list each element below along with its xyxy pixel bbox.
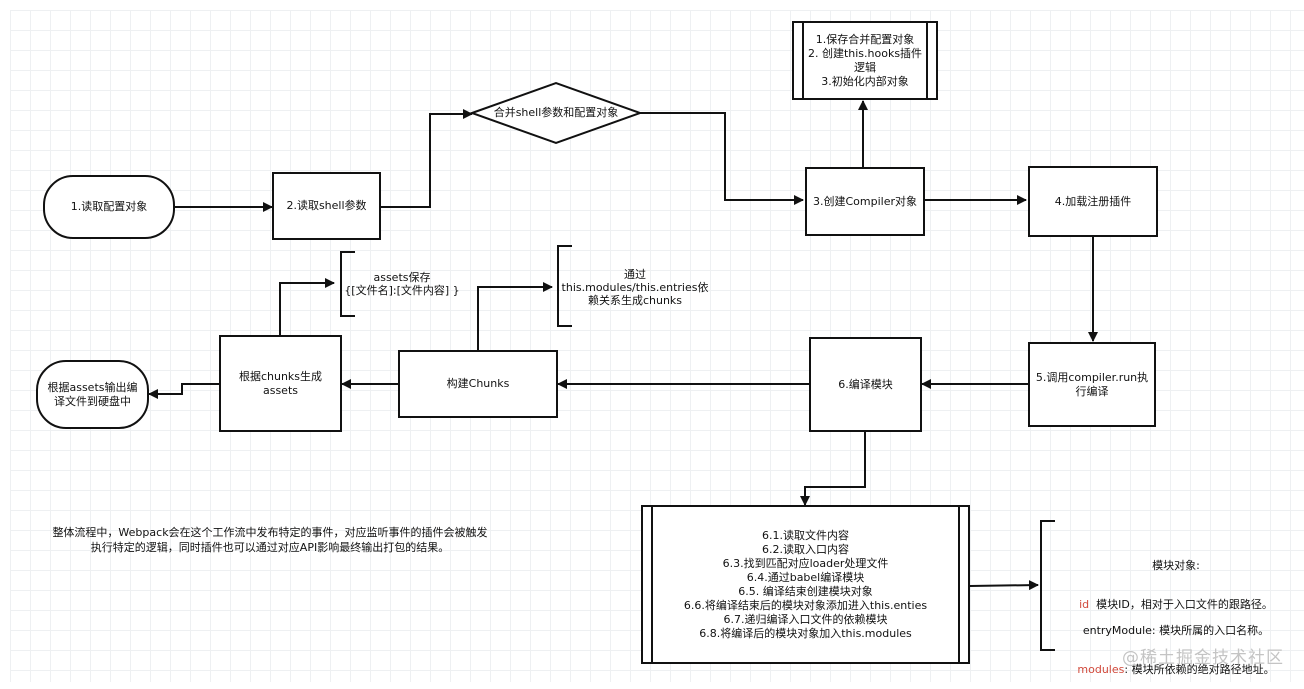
bracket-chunks-note: [557, 245, 572, 327]
module-object-modules-desc: : 模块所依赖的绝对路径地址。: [1124, 663, 1275, 676]
edge-steps-to-module-object: [969, 580, 1039, 591]
bracket-assets-save: [340, 251, 355, 317]
node-read-config: 1.读取配置对象: [43, 175, 175, 239]
node-gen-assets: 根据chunks生成 assets: [219, 335, 342, 432]
module-object-title: 模块对象:: [1152, 559, 1200, 572]
node-load-plugins-label: 4.加载注册插件: [1054, 194, 1132, 208]
edge-merge-to-compiler: [640, 112, 804, 205]
module-object-id-desc: 模块ID，相对于入口文件的跟路径。: [1096, 598, 1273, 611]
bracket-module-object: [1040, 520, 1055, 651]
module-object-modules-key: modules: [1077, 663, 1125, 676]
node-create-compiler-label: 3.创建Compiler对象: [812, 194, 917, 208]
merge-decision-diamond: [469, 81, 643, 145]
edge-compile-to-steps: [800, 432, 866, 506]
node-load-plugins: 4.加载注册插件: [1028, 166, 1158, 237]
merge-decision-label: 合并shell参数和配置对象: [493, 106, 619, 119]
node-run-compile: 5.调用compiler.run执 行编译: [1028, 342, 1156, 427]
edge-chunks-to-note: [477, 282, 553, 350]
node-read-shell: 2.读取shell参数: [272, 172, 381, 240]
node-build-chunks: 构建Chunks: [398, 350, 558, 418]
node-run-compile-label: 5.调用compiler.run执 行编译: [1035, 370, 1149, 398]
node-read-shell-label: 2.读取shell参数: [286, 199, 367, 212]
overall-note-line-2: 执行特定的逻辑，同时插件也可以通过对应API影响最终输出打包的结果。: [90, 541, 450, 554]
node-compile-modules-label: 6.编译模块: [838, 377, 893, 391]
edge-shell-to-merge: [380, 109, 473, 208]
node-compile-steps-label: 6.1.读取文件内容 6.2.读取入口内容 6.3.找到匹配对应loader处理…: [683, 528, 928, 640]
annotation-assets-save: assets保存 {[文件名]:[文件内容] }: [344, 271, 460, 297]
node-output-disk: 根据assets输出编 译文件到硬盘中: [36, 360, 149, 429]
node-compile-steps: 6.1.读取文件内容 6.2.读取入口内容 6.3.找到匹配对应loader处理…: [641, 505, 970, 664]
edge-assets-to-output: [148, 383, 219, 399]
node-output-disk-label: 根据assets输出编 译文件到硬盘中: [47, 380, 138, 408]
annotation-chunks-note: 通过 this.modules/this.entries依 赖关系生成chunk…: [561, 268, 709, 307]
module-object-id-line: id 模块ID，相对于入口文件的跟路径。: [1058, 585, 1294, 611]
node-read-config-label: 1.读取配置对象: [70, 200, 148, 213]
module-object-entry-line: entryModule: 模块所属的入口名称。: [1082, 624, 1270, 637]
module-object-id-key: id: [1079, 598, 1090, 611]
node-init-tasks-label: 1.保存合并配置对象 2. 创建this.hooks插件 逻辑 3.初始化内部对…: [807, 32, 923, 88]
edge-assets-to-annotation: [279, 278, 335, 335]
overall-note-line-1: 整体流程中，Webpack会在这个工作流中发布特定的事件，对应监听事件的插件会被…: [52, 526, 488, 539]
node-compile-modules: 6.编译模块: [809, 337, 922, 432]
overall-note: 整体流程中，Webpack会在这个工作流中发布特定的事件，对应监听事件的插件会被…: [30, 525, 510, 555]
node-build-chunks-label: 构建Chunks: [446, 377, 510, 390]
node-init-tasks: 1.保存合并配置对象 2. 创建this.hooks插件 逻辑 3.初始化内部对…: [792, 21, 938, 100]
annotation-module-object: 模块对象: id 模块ID，相对于入口文件的跟路径。 entryModule: …: [1058, 546, 1294, 689]
module-object-modules-line: modules: 模块所依赖的绝对路径地址。: [1058, 650, 1294, 676]
node-create-compiler: 3.创建Compiler对象: [805, 167, 925, 236]
node-gen-assets-label: 根据chunks生成 assets: [238, 369, 323, 397]
watermark: @稀土掘金技术社区: [1122, 648, 1284, 668]
